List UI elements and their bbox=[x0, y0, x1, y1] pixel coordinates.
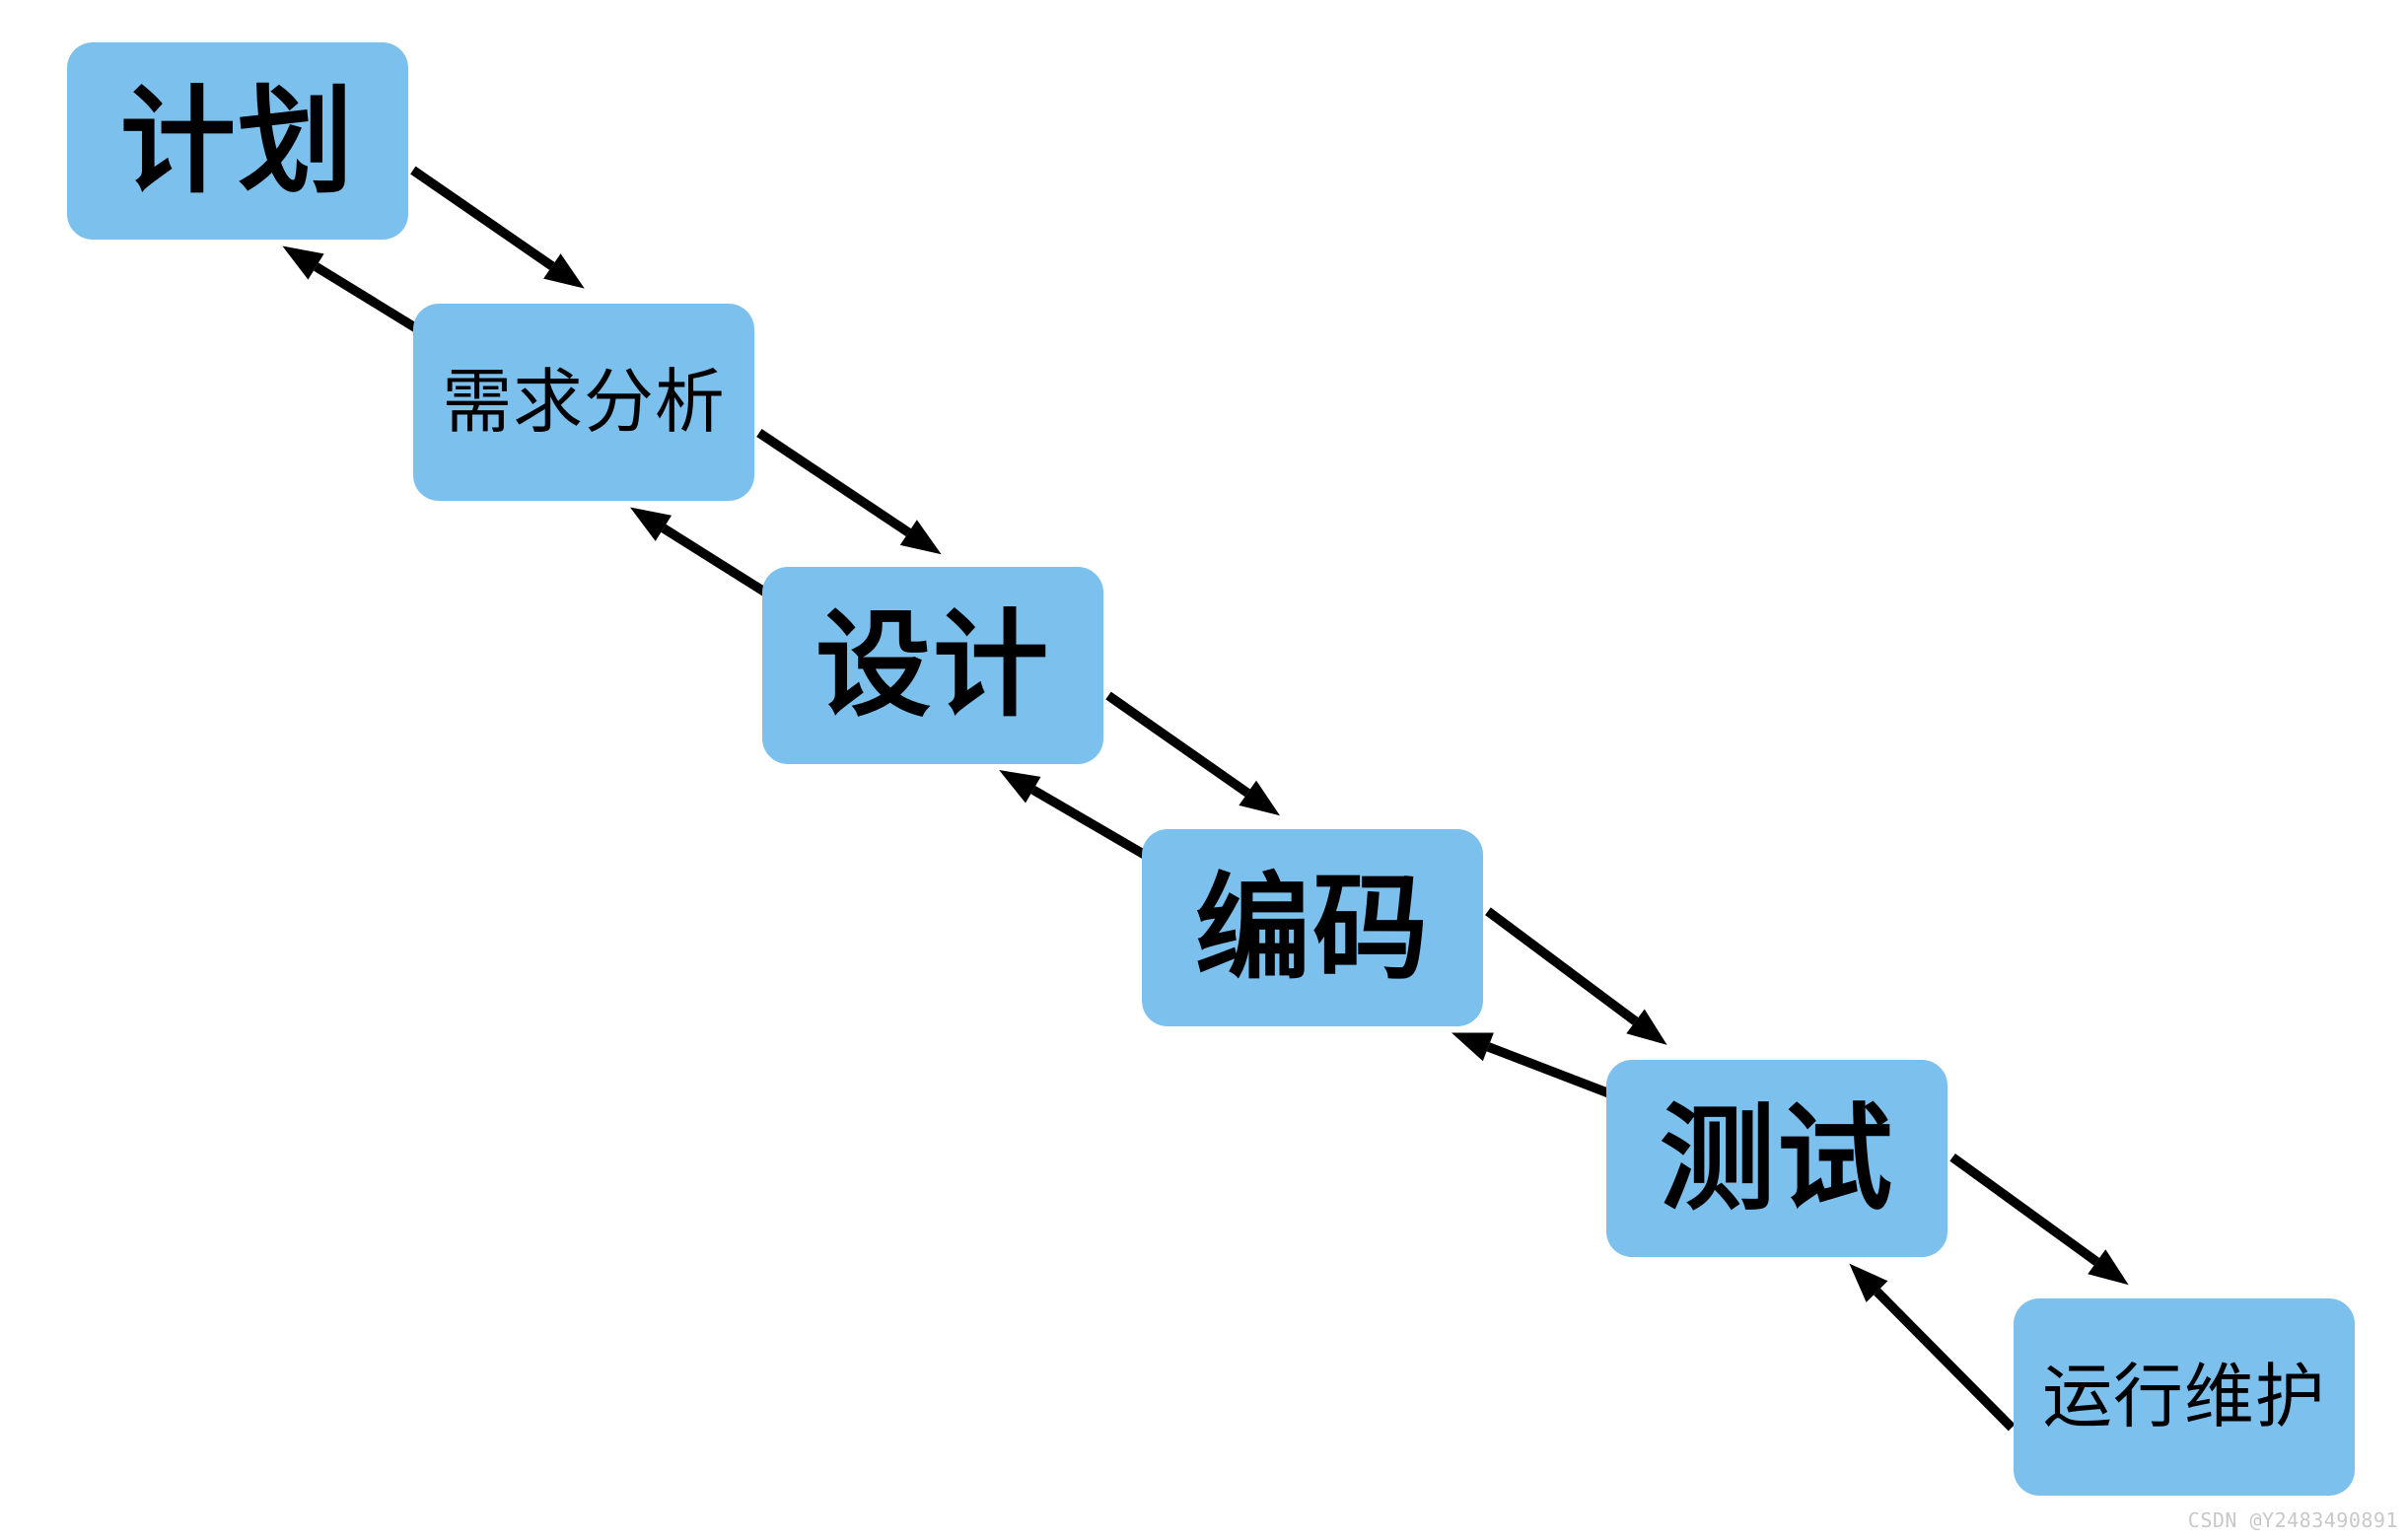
node-plan[interactable]: 计划 bbox=[66, 42, 409, 241]
node-label: 设计 bbox=[815, 597, 1051, 734]
forward-arrow-testing-to-maintenance bbox=[1949, 1153, 2129, 1286]
node-design[interactable]: 设计 bbox=[761, 566, 1104, 764]
node-label: 计划 bbox=[119, 73, 356, 209]
node-label: 测试 bbox=[1660, 1090, 1895, 1226]
forward-arrow-plan-to-requirement bbox=[410, 166, 585, 289]
node-label: 运行维护 bbox=[2042, 1355, 2326, 1437]
forward-arrow-requirement-to-design bbox=[756, 429, 942, 555]
node-coding[interactable]: 编码 bbox=[1141, 829, 1484, 1027]
node-maintenance[interactable]: 运行维护 bbox=[2013, 1298, 2356, 1497]
node-label: 编码 bbox=[1195, 860, 1431, 996]
forward-arrow-design-to-coding bbox=[1105, 691, 1280, 816]
forward-arrow-coding-to-testing bbox=[1485, 907, 1667, 1045]
csdn-watermark: CSDN @Y2483490891 bbox=[2187, 1508, 2398, 1532]
backward-arrow-maintenance-to-testing bbox=[1849, 1263, 2016, 1432]
node-requirement[interactable]: 需求分析 bbox=[412, 304, 755, 502]
node-label: 需求分析 bbox=[442, 360, 726, 443]
node-testing[interactable]: 测试 bbox=[1606, 1060, 1948, 1258]
